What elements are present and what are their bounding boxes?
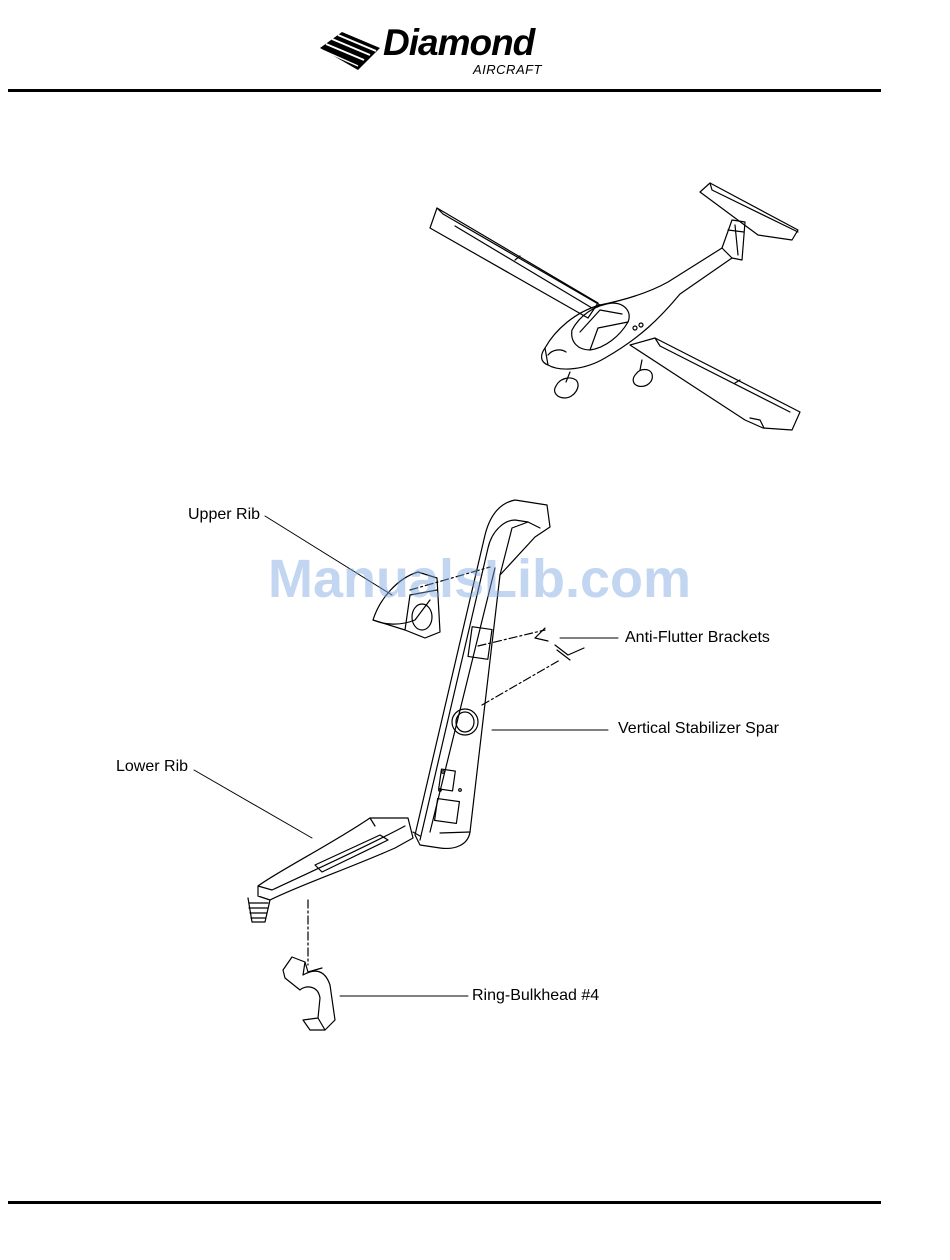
- watermark: ManualsLib.com: [268, 548, 691, 610]
- callout-upper-rib: Upper Rib: [188, 506, 260, 524]
- callout-anti-flutter-brackets: Anti-Flutter Brackets: [625, 629, 770, 647]
- callout-vertical-stabilizer-spar: Vertical Stabilizer Spar: [618, 720, 779, 738]
- callout-lower-rib: Lower Rib: [116, 758, 188, 776]
- callout-ring-bulkhead: Ring-Bulkhead #4: [472, 987, 599, 1005]
- aircraft-overview-drawing: [430, 183, 800, 430]
